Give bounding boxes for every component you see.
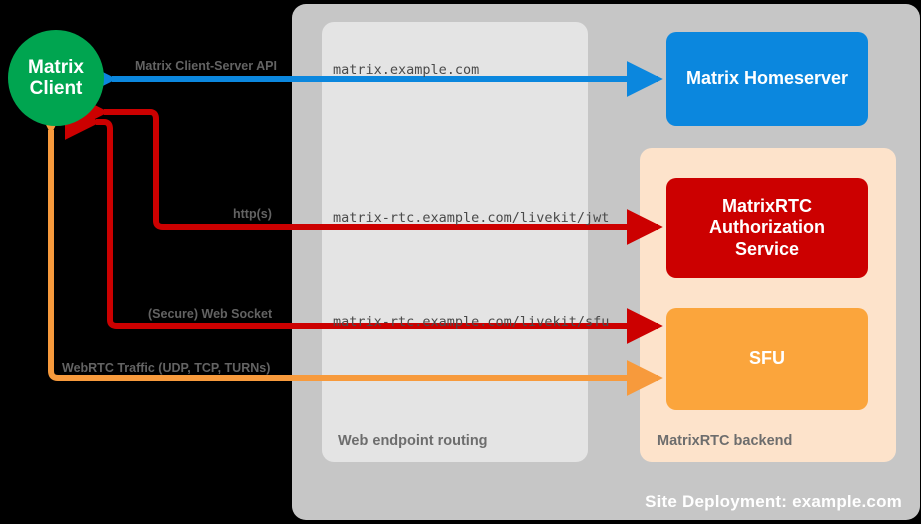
auth-service-line3: Service [734, 238, 800, 259]
matrix-client-line2: Client [29, 78, 83, 99]
wire-webrtc [33, 98, 663, 396]
node-matrix-homeserver[interactable]: Matrix Homeserver [666, 32, 868, 126]
endpoint-label-livekit-sfu: matrix-rtc.example.com/livekit/sfu [333, 314, 610, 330]
connection-label-client-server-api: Matrix Client-Server API [135, 59, 277, 73]
matrix-client-line1: Matrix [28, 56, 84, 78]
connection-label-websocket: (Secure) Web Socket [148, 307, 273, 321]
auth-service-label: MatrixRTC Authorization Service [709, 196, 825, 261]
matrixrtc-backend-label: MatrixRTC backend [657, 433, 793, 449]
sfu-label: SFU [749, 348, 785, 369]
node-sfu[interactable]: SFU [666, 308, 868, 410]
node-matrix-client[interactable]: Matrix Client [8, 30, 104, 126]
site-deployment-label: Site Deployment: example.com [645, 492, 902, 511]
auth-service-line1: MatrixRTC [721, 195, 812, 216]
endpoint-label-livekit-jwt: matrix-rtc.example.com/livekit/jwt [333, 210, 610, 226]
connection-label-webrtc: WebRTC Traffic (UDP, TCP, TURNs) [62, 361, 271, 375]
endpoint-label-matrix: matrix.example.com [333, 62, 480, 78]
auth-service-line2: Authorization [709, 217, 825, 238]
node-matrixrtc-authorization-service[interactable]: MatrixRTC Authorization Service [666, 178, 868, 278]
connection-label-http: http(s) [233, 207, 272, 221]
matrix-homeserver-label: Matrix Homeserver [685, 68, 849, 89]
web-endpoint-routing-label: Web endpoint routing [338, 433, 488, 449]
